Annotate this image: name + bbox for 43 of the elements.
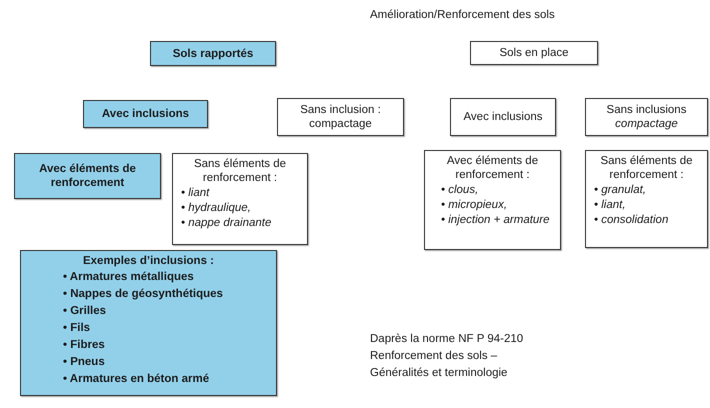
- highlighted-category-box: [83, 100, 208, 128]
- list-item: • Fibres: [63, 338, 106, 353]
- box-heading: compactage: [615, 117, 678, 131]
- source-note: Renforcement des sols –: [370, 349, 498, 364]
- category-box: [424, 150, 561, 250]
- list-item: • hydraulique,: [181, 201, 252, 216]
- highlighted-category-box: [14, 153, 161, 199]
- category-box: [470, 41, 598, 65]
- list-item: • clous,: [441, 183, 480, 198]
- list-item: • granulat,: [594, 183, 647, 198]
- list-item: • Fils: [63, 321, 92, 336]
- box-heading: Sans éléments de renforcement :: [192, 157, 288, 185]
- category-box: [450, 98, 556, 136]
- box-heading: Sans inclusion : compactage: [299, 103, 382, 131]
- source-note: Daprès la norme NF P 94-210: [370, 332, 524, 347]
- highlighted-category-box: [150, 41, 276, 66]
- category-box: [585, 150, 708, 248]
- list-item: • Armatures en béton armé: [63, 372, 210, 387]
- box-heading: Exemples d’inclusions :: [82, 254, 214, 268]
- box-heading: Sans éléments de renforcement :: [599, 154, 694, 182]
- box-heading: Avec éléments de renforcement: [38, 162, 137, 190]
- highlighted-category-box: [20, 250, 277, 396]
- source-note: Généralités et terminologie: [370, 366, 508, 381]
- box-heading: Avec inclusions: [463, 110, 543, 124]
- list-item: • Grilles: [63, 304, 108, 319]
- box-heading: Sols rapportés: [172, 46, 254, 60]
- category-box: [172, 153, 308, 245]
- list-item: • injection + armature: [441, 213, 550, 228]
- box-heading: Avec inclusions: [102, 107, 190, 121]
- list-item: • micropieux,: [441, 198, 508, 213]
- category-box: [585, 98, 708, 136]
- list-item: • nappe drainante: [181, 216, 272, 231]
- list-item: • Pneus: [63, 355, 106, 370]
- list-item: • Nappes de géosynthétiques: [63, 287, 223, 302]
- diagram-title: Amélioration/Renforcement des sols: [370, 9, 555, 21]
- box-heading: Sols en place: [499, 46, 569, 60]
- list-item: • liant: [181, 186, 211, 201]
- list-item: • liant,: [594, 198, 627, 213]
- list-item: • Armatures métalliques: [63, 270, 195, 285]
- box-heading: Avec éléments de renforcement :: [446, 154, 540, 182]
- category-box: [277, 98, 404, 136]
- list-item: • consolidation: [594, 213, 668, 228]
- box-heading: Sans inclusions: [606, 103, 686, 117]
